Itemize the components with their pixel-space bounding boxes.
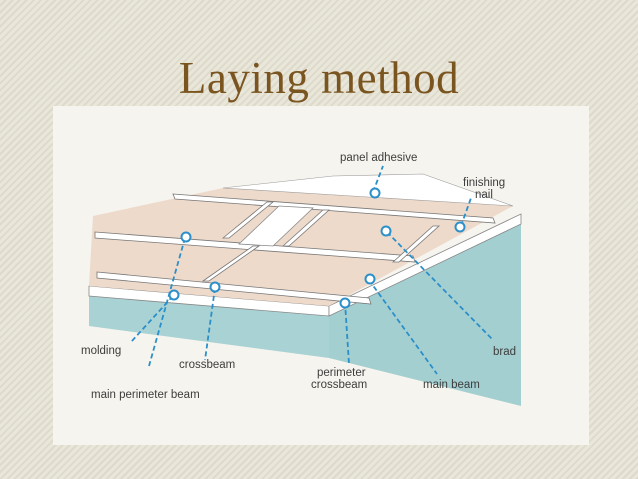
label-perimeter: perimeter: [317, 367, 366, 379]
crossbeam-marker: [209, 281, 221, 293]
molding-marker: [168, 289, 180, 301]
perimeter-crossbeam: [328, 213, 522, 317]
label-molding: molding: [81, 345, 121, 357]
top-edge: [222, 173, 514, 207]
removed-panel-opening: [238, 205, 314, 247]
front-wall: [89, 296, 329, 358]
main-perimeter-beam-marker: [180, 231, 192, 243]
main-beam-marker: [364, 273, 376, 285]
label-crossbeam-2: crossbeam: [311, 379, 367, 391]
crossbeam: [391, 225, 441, 263]
main-beam: [96, 271, 372, 305]
slide-title: Laying method: [178, 53, 460, 103]
ceiling-panels: [89, 188, 513, 306]
label-finishing: finishing: [463, 177, 505, 189]
crossbeam: [221, 201, 275, 239]
label-panel-adhesive: panel adhesive: [340, 152, 417, 164]
perimeter-crossbeam-marker: [339, 297, 351, 309]
side-wall: [329, 224, 521, 406]
brad-marker: [380, 225, 392, 237]
main-beam: [172, 193, 496, 224]
label-nail: nail: [475, 189, 493, 201]
label-main-beam: main beam: [423, 379, 480, 391]
ceiling-diagram-panel: panel adhesive finishing nail brad moldi…: [53, 106, 589, 445]
label-crossbeam: crossbeam: [179, 359, 235, 371]
label-brad: brad: [493, 346, 516, 358]
panel-adhesive-marker: [369, 187, 381, 199]
crossbeam: [281, 209, 331, 247]
ceiling-diagram: panel adhesive finishing nail brad moldi…: [81, 152, 522, 406]
crossbeam: [201, 245, 261, 282]
finishing-nail-marker: [454, 221, 466, 233]
label-main-perimeter-beam: main perimeter beam: [91, 389, 200, 401]
